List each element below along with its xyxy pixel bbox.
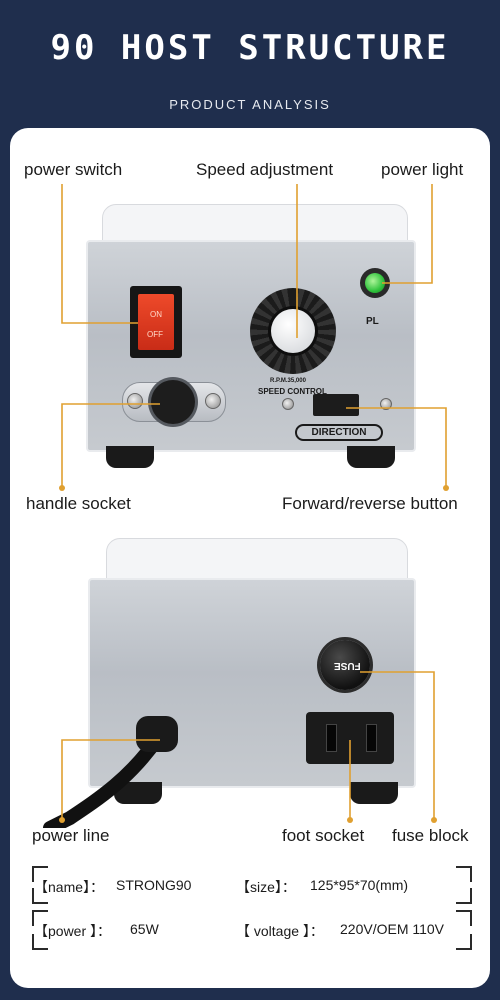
direction-switch[interactable]: [313, 394, 359, 416]
outlet-slot-right: [366, 724, 377, 752]
leader-power-switch: [61, 184, 138, 324]
socket-screw-left: [127, 393, 143, 409]
rear-foot-left: [114, 782, 162, 804]
bracket-tr: [456, 866, 472, 882]
label-foot-socket: foot socket: [282, 826, 365, 845]
rear-device-top: [106, 538, 408, 584]
power-line: [43, 716, 178, 828]
leader-handle-socket: [61, 403, 160, 488]
label-forward-reverse: Forward/reverse button: [282, 494, 458, 513]
bracket-bl: [32, 934, 48, 950]
leader-power-light: [382, 184, 433, 284]
label-speed-adjustment: Speed adjustment: [196, 160, 334, 179]
spec-voltage-value: 220V/OEM 110V: [340, 921, 445, 937]
spec-name-key: 【name】：: [34, 879, 105, 895]
handle-socket-hole: [151, 380, 195, 424]
front-leader-lines: [59, 184, 449, 491]
rpm-text: R.P.M.35,000: [270, 378, 306, 384]
switch-on-text: ON: [150, 310, 162, 319]
bracket-row1-br: [456, 888, 472, 904]
front-foot-left: [106, 446, 154, 468]
label-fuse-block: fuse block: [392, 826, 469, 845]
spec-size-value: 125*95*70(mm): [310, 877, 409, 893]
front-foot-right: [347, 446, 395, 468]
bracket-row2-tr: [456, 910, 472, 926]
socket-screw-right: [205, 393, 221, 409]
product-card: power switch Speed adjustment power ligh…: [10, 128, 490, 988]
page-title: 90 HOST STRUCTURE: [50, 28, 450, 68]
power-light-led: [365, 273, 385, 293]
outlet-slot-left: [326, 724, 337, 752]
pl-text: PL: [366, 316, 379, 327]
bracket-row1-bl: [32, 888, 48, 904]
dir-screw-left: [282, 398, 294, 410]
speed-control-text: SPEED CONTROL: [258, 387, 327, 396]
leader-fuse-block: [360, 671, 435, 820]
switch-off-text: OFF: [147, 330, 163, 339]
label-handle-socket: handle socket: [26, 494, 131, 513]
speed-knob-cap: [271, 309, 315, 353]
header-banner: 90 HOST STRUCTURE PRODUCT ANALYSIS: [0, 0, 500, 128]
leader-power-line: [61, 739, 160, 820]
label-power-line: power line: [32, 826, 110, 845]
leader-forward-reverse: [346, 407, 447, 488]
power-switch-rocker: [138, 294, 174, 350]
rear-leader-lines: [59, 671, 437, 823]
label-power-switch: power switch: [24, 160, 123, 179]
rear-foot-right: [350, 782, 398, 804]
spec-power-value: 65W: [130, 921, 159, 937]
bracket-tl: [32, 866, 48, 882]
spec-voltage-key: 【 voltage 】：: [236, 923, 324, 939]
dir-screw-right: [380, 398, 392, 410]
page-subtitle: PRODUCT ANALYSIS: [169, 97, 331, 112]
direction-label: DIRECTION: [295, 424, 383, 441]
fuse-block[interactable]: [320, 640, 370, 690]
bracket-row2-tl: [32, 910, 48, 926]
spec-size-key: 【size】：: [236, 879, 296, 895]
label-power-light: power light: [381, 160, 464, 179]
spec-power-key: 【power 】：: [34, 923, 112, 939]
bracket-br: [456, 934, 472, 950]
spec-name-value: STRONG90: [116, 877, 192, 893]
